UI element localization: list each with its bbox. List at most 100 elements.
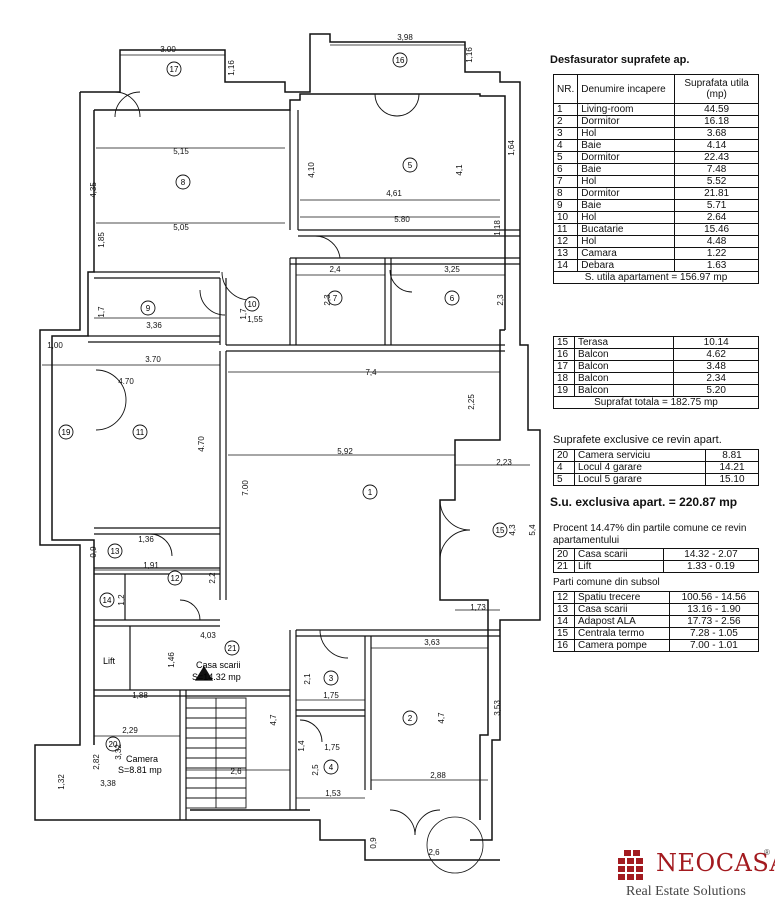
room-number: 12 [171,574,180,583]
cell-name: Adapost ALA [574,615,670,628]
cell-nr: 4 [552,139,579,152]
room-marker: 9 [140,300,156,316]
room-marker: 7 [327,290,343,306]
cell-area: 15.46 [674,223,759,236]
room-number: 1 [368,488,373,497]
cell-nr: 12 [552,235,579,248]
logo-tagline: Real Estate Solutions [626,884,746,899]
cell-nr: 9 [552,199,579,212]
cell-name: Dormitor [577,151,676,164]
cell-area: 3.68 [674,127,759,140]
interior-walls [88,110,520,820]
exclusive-title: Suprafete exclusive ce revin apart. [553,434,722,446]
cell-name: Camera serviciu [573,449,707,462]
dimension-label: 1,75 [323,691,339,700]
room-number: 15 [496,526,505,535]
cell-nr: 18 [553,372,575,385]
cell-nr: 15 [553,336,575,349]
dimension-label: 2,25 [467,394,476,410]
cell-nr: 10 [552,211,579,224]
cell-nr: 11 [552,223,579,236]
room-marker: 12 [167,570,183,586]
room-circle [362,484,378,500]
cell-name: Centrala termo [574,627,670,640]
dimension-label: 4,1 [455,164,464,176]
cell-area: 5.20 [673,384,759,397]
logo-name: NEOCASA [656,849,775,877]
room-circle [402,710,418,726]
cell-nr: 1 [552,103,579,116]
cell-nr: 20 [553,449,575,462]
dimension-label: 1,36 [138,535,154,544]
stair-area-label: S=14.32 mp [192,672,241,682]
room-number: 16 [396,56,405,65]
cell-area: 22.43 [674,151,759,164]
dimension-label: 1,53 [325,789,341,798]
room-marker: 17 [166,61,182,77]
logo-grid-icon [618,850,643,880]
room-circle [105,736,121,752]
dimension-labels: 3.001,163,981,165,154,351,855,054,104,61… [47,33,537,857]
cell-area: 10.14 [673,336,759,349]
room-number: 19 [62,428,71,437]
cell-name: Camera pompe [574,639,670,652]
cell-nr: 19 [553,384,575,397]
camera-area-label: S=8.81 mp [118,765,162,775]
room-circle [167,570,183,586]
dimension-label: 3,25 [444,265,460,274]
header-name: Denumire incapere [577,74,676,104]
dimension-label: 0,9 [89,546,98,558]
dimension-label: 2,5 [311,764,320,776]
room-circle [327,290,343,306]
cell-name: Balcon [573,384,675,397]
cell-name: Terasa [573,336,675,349]
room-circle [244,296,260,312]
dimension-label: 3,32 [114,744,123,760]
cell-area: 7.48 [674,163,759,176]
cell-area: 4.62 [673,348,759,361]
cell-name: Debara [577,259,676,272]
dimension-label: 1,32 [57,774,66,790]
up-arrow-icon [194,665,214,681]
dimension-label: 1,4 [297,740,306,752]
cell-area: 3.48 [673,360,759,373]
door-swings [95,91,471,836]
dimension-label: 2,3 [323,294,332,306]
room-circle [58,424,74,440]
dimension-label: 4,3 [508,524,517,536]
room-number: 5 [408,161,413,170]
dimension-label: 2,82 [92,754,101,770]
room-circle [444,290,460,306]
dimension-label: 1,91 [143,561,159,570]
room-marker: 8 [175,174,191,190]
cell-area: 4.48 [674,235,759,248]
cell-area: 15.10 [705,473,759,486]
cell-name: Locul 5 garare [573,473,707,486]
cell-name: Dormitor [577,187,676,200]
room-circle [107,543,123,559]
room-marker: 19 [58,424,74,440]
room-marker: 21 [224,640,240,656]
cell-area: 100.56 - 14.56 [668,591,760,604]
dimension-label: 2,23 [496,458,512,467]
dimension-label: 3.70 [145,355,161,364]
exclusive-total: S.u. exclusiva apart. = 220.87 mp [550,495,738,509]
cell-name: Lift [574,560,664,573]
room-number: 14 [103,596,112,605]
room-number: 8 [181,178,186,187]
cell-area: 17.73 - 2.56 [668,615,760,628]
cell-area: 21.81 [674,187,759,200]
cell-name: Spatiu trecere [574,591,670,604]
summary-table: NR. Denumire incapere Suprafata utila (m… [552,74,759,284]
room-number: 20 [109,740,118,749]
room-marker: 13 [107,543,123,559]
cell-name: Locul 4 garare [573,461,707,474]
